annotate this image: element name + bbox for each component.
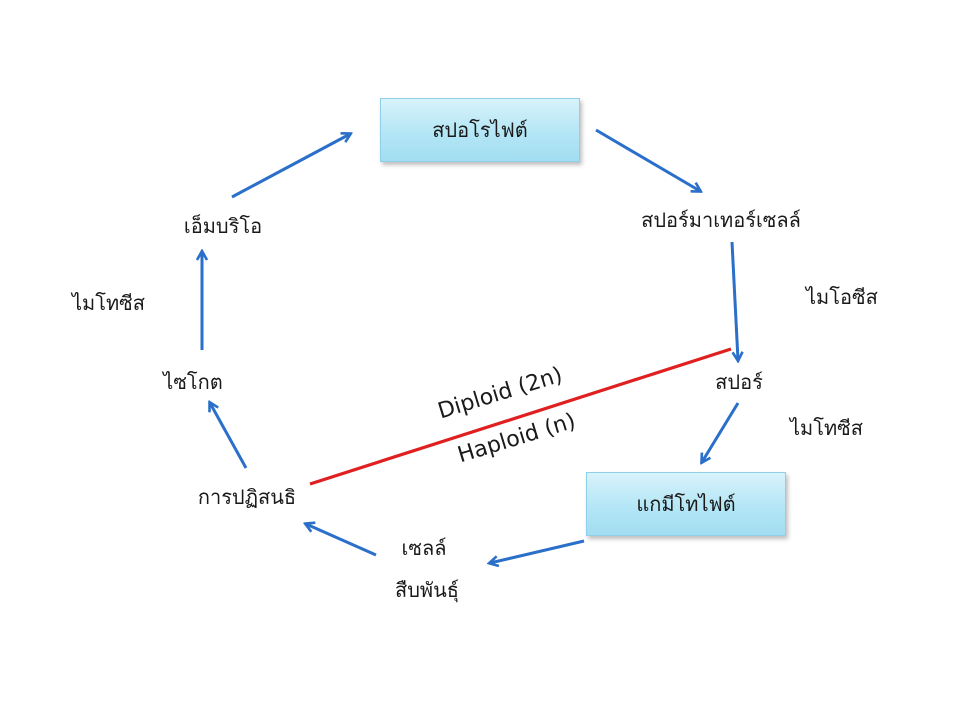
embryo-label: เอ็มบริโอ [183, 214, 263, 238]
arrow-sporemother-to-spore [730, 241, 738, 360]
arrow-sporophyte-to-sporemother [595, 128, 700, 191]
gamete-label-line1: เซลล์ [401, 536, 447, 560]
arrow-fertilization-to-zygote [210, 403, 248, 469]
gametophyte-label: แกมีโทไฟต์ [636, 492, 736, 516]
sporophyte-label: สปอโรไฟต์ [432, 118, 528, 142]
spore-label: สปอร์ [715, 370, 763, 394]
arrow-spore-to-gametophyte [702, 402, 740, 462]
ploidy-divider-line [309, 347, 732, 486]
sporophyte-box: สปอโรไฟต์ [380, 98, 580, 162]
mitosis-left-label: ไมโทซีส [72, 291, 145, 315]
zygote-label: ไซโกต [163, 370, 223, 394]
arrow-embryo-to-sporophyte [231, 134, 350, 199]
arrow-gamete-to-fertilization [306, 524, 377, 557]
gametophyte-box: แกมีโทไฟต์ [586, 472, 786, 536]
sporemother-cell-label: สปอร์มาเทอร์เซลล์ [641, 208, 801, 232]
fertilization-label: การปฏิสนธิ [197, 485, 297, 509]
meiosis-label: ไมโอซีส [806, 285, 878, 309]
mitosis-right-label: ไมโทซีส [790, 416, 863, 440]
gamete-label-line2: สืบพันธุ์ [395, 578, 459, 602]
arrow-gametophyte-to-gamete [490, 539, 585, 563]
